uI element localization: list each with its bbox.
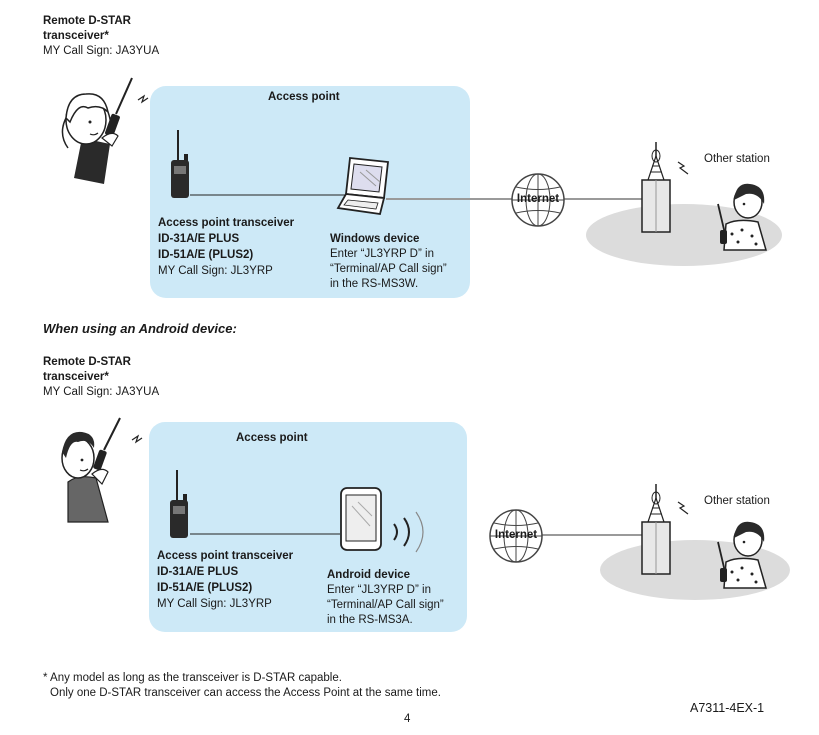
wireless-signal-icon bbox=[393, 511, 424, 553]
other-station-label: Other station bbox=[704, 153, 770, 165]
footnote-line-1: * Any model as long as the transceiver i… bbox=[43, 672, 342, 684]
ap-model-2-2: ID-51A/E (PLUS2) bbox=[157, 582, 253, 594]
device-line-1: Enter “JL3YRP D” in bbox=[330, 248, 434, 260]
device-line-2-2: “Terminal/AP Call sign” bbox=[327, 599, 444, 611]
android-section-heading: When using an Android device: bbox=[43, 321, 237, 336]
remote-operator-icon bbox=[61, 77, 149, 184]
access-point-label: Access point bbox=[268, 91, 340, 103]
ap-connection-line bbox=[190, 194, 350, 196]
access-point-panel-2 bbox=[149, 422, 467, 632]
repeater-tower-icon-2 bbox=[641, 484, 671, 575]
remote-transceiver-title-2: Remote D-STAR transceiver* bbox=[43, 356, 131, 383]
device-line-3-2: in the RS-MS3A. bbox=[327, 614, 413, 626]
other-station-operator-icon-2 bbox=[717, 521, 767, 589]
device-line-3: in the RS-MS3W. bbox=[330, 278, 419, 290]
globe-icon-2 bbox=[489, 509, 543, 563]
footnote-line-2: Only one D-STAR transceiver can access t… bbox=[50, 687, 441, 699]
ap-callsign: MY Call Sign: JL3YRP bbox=[158, 265, 273, 277]
repeater-tower-icon bbox=[641, 142, 671, 233]
internet-label-2: Internet bbox=[494, 529, 538, 541]
internet-label: Internet bbox=[516, 193, 560, 205]
other-station-label-2: Other station bbox=[704, 495, 770, 507]
ap-transceiver-icon-2 bbox=[170, 470, 188, 538]
access-point-label-2: Access point bbox=[236, 432, 308, 444]
ap-model-1-2: ID-31A/E PLUS bbox=[157, 566, 239, 578]
signal-zigzag-icon bbox=[677, 161, 689, 175]
device-title-2: Android device bbox=[327, 569, 411, 581]
ap-transceiver-label-2: Access point transceiver bbox=[157, 550, 294, 562]
remote-operator-icon-2 bbox=[61, 417, 143, 523]
ap-transceiver-icon bbox=[171, 130, 189, 198]
access-point-panel bbox=[150, 86, 470, 298]
laptop-icon bbox=[336, 157, 389, 216]
device-line-1-2: Enter “JL3YRP D” in bbox=[327, 584, 431, 596]
tablet-icon bbox=[340, 487, 382, 551]
ap-model-1: ID-31A/E PLUS bbox=[158, 233, 240, 245]
device-title: Windows device bbox=[330, 233, 420, 245]
other-station-operator-icon bbox=[717, 183, 767, 251]
ap-callsign-2: MY Call Sign: JL3YRP bbox=[157, 598, 272, 610]
remote-callsign-2: MY Call Sign: JA3YUA bbox=[43, 386, 160, 398]
document-code: A7311-4EX-1 bbox=[690, 701, 765, 715]
globe-icon bbox=[511, 173, 565, 227]
ap-model-2: ID-51A/E (PLUS2) bbox=[158, 249, 254, 261]
signal-zigzag-icon-2 bbox=[677, 501, 689, 515]
ap-connection-line-2 bbox=[190, 533, 340, 535]
ap-transceiver-label: Access point transceiver bbox=[158, 217, 295, 229]
device-line-2: “Terminal/AP Call sign” bbox=[330, 263, 447, 275]
remote-callsign: MY Call Sign: JA3YUA bbox=[43, 45, 160, 57]
remote-transceiver-title: Remote D-STAR transceiver* bbox=[43, 15, 131, 42]
page-number: 4 bbox=[404, 713, 411, 725]
internet-connection-line-2 bbox=[542, 534, 646, 536]
